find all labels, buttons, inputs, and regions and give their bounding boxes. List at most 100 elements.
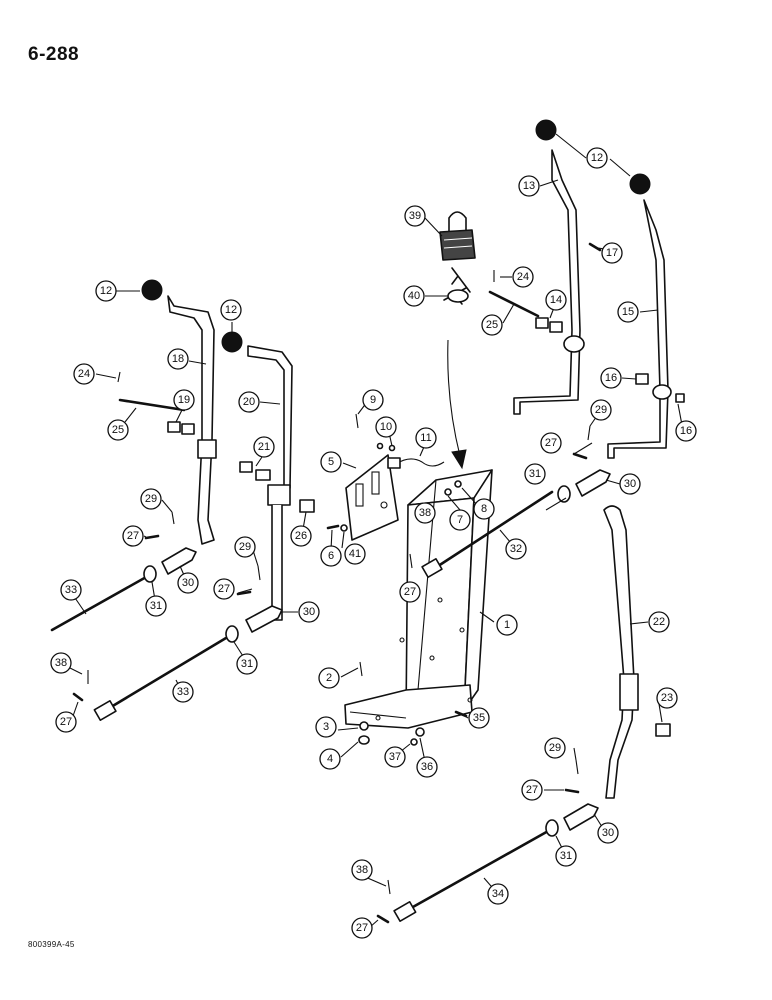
callout-22: 22 bbox=[648, 611, 670, 633]
callout-29: 29 bbox=[590, 399, 612, 421]
callout-21: 21 bbox=[253, 436, 275, 458]
callout-label: 17 bbox=[606, 247, 618, 259]
page-number: 6-288 bbox=[28, 44, 80, 65]
callout-label: 12 bbox=[100, 285, 112, 297]
nut-31 bbox=[557, 485, 571, 503]
callout-8: 8 bbox=[473, 498, 495, 520]
lever-13-part bbox=[513, 119, 585, 415]
callout-label: 21 bbox=[258, 441, 270, 453]
callout-label: 27 bbox=[356, 922, 368, 934]
callout-label: 26 bbox=[295, 530, 307, 542]
callout-label: 31 bbox=[241, 658, 253, 670]
rod-end-34 bbox=[393, 901, 417, 922]
callout-39: 39 bbox=[404, 205, 426, 227]
callout-label: 38 bbox=[356, 864, 368, 876]
callout-label: 31 bbox=[150, 600, 162, 612]
callout-label: 14 bbox=[550, 294, 562, 306]
callout-19: 19 bbox=[173, 389, 195, 411]
callout-label: 30 bbox=[624, 478, 636, 490]
callout-label: 3 bbox=[323, 721, 329, 733]
callout-label: 16 bbox=[605, 372, 617, 384]
callout-6: 6 bbox=[320, 545, 342, 567]
callout-label: 30 bbox=[303, 606, 315, 618]
callout-33: 33 bbox=[60, 579, 82, 601]
callout-label: 8 bbox=[481, 503, 487, 515]
assembly-arrow bbox=[447, 339, 461, 457]
bolt-6 bbox=[326, 524, 340, 530]
callout-label: 15 bbox=[622, 306, 634, 318]
cotter-pin-38 bbox=[387, 879, 391, 895]
callout-12: 12 bbox=[95, 280, 117, 302]
callout-9: 9 bbox=[362, 389, 384, 411]
callout-35: 35 bbox=[468, 707, 490, 729]
callout-label: 37 bbox=[389, 751, 401, 763]
bushing-19 bbox=[181, 423, 195, 435]
arrow-head bbox=[451, 449, 467, 470]
callout-26: 26 bbox=[290, 525, 312, 547]
bushing-21 bbox=[255, 469, 271, 481]
callout-27: 27 bbox=[521, 779, 543, 801]
rod-34 bbox=[402, 828, 552, 914]
callout-34: 34 bbox=[487, 883, 509, 905]
clevis-30 bbox=[563, 803, 599, 831]
clevis-30 bbox=[575, 469, 611, 497]
callout-12: 12 bbox=[586, 147, 608, 169]
callout-31: 31 bbox=[145, 595, 167, 617]
pin-27 bbox=[236, 590, 252, 596]
callout-30: 30 bbox=[298, 601, 320, 623]
washer-3 bbox=[359, 721, 369, 731]
callout-label: 4 bbox=[327, 753, 333, 765]
callout-label: 5 bbox=[328, 456, 334, 468]
callout-label: 27 bbox=[526, 784, 538, 796]
callout-label: 27 bbox=[404, 586, 416, 598]
callout-label: 22 bbox=[653, 616, 665, 628]
cotter-pin-29 bbox=[575, 759, 579, 775]
callout-label: 11 bbox=[420, 432, 431, 444]
callout-4: 4 bbox=[319, 748, 341, 770]
callout-27: 27 bbox=[540, 432, 562, 454]
callout-18: 18 bbox=[167, 348, 189, 370]
padlock-part bbox=[439, 211, 476, 261]
hasp-part bbox=[443, 267, 471, 305]
document-code: 800399A-45 bbox=[28, 940, 75, 949]
rod-33-lower bbox=[104, 636, 228, 712]
callout-label: 9 bbox=[370, 394, 376, 406]
pin-2 bbox=[359, 661, 363, 677]
switch-part bbox=[387, 457, 401, 469]
callout-label: 29 bbox=[595, 404, 607, 416]
callout-38: 38 bbox=[351, 859, 373, 881]
pin-27 bbox=[564, 788, 580, 794]
callout-30: 30 bbox=[177, 572, 199, 594]
washer-7 bbox=[444, 488, 452, 496]
bushing-14 bbox=[549, 321, 563, 333]
bushing-23 bbox=[655, 723, 671, 737]
callout-24: 24 bbox=[512, 266, 534, 288]
callout-31: 31 bbox=[524, 463, 546, 485]
callout-29: 29 bbox=[234, 536, 256, 558]
callout-label: 12 bbox=[225, 304, 237, 316]
callout-25: 25 bbox=[481, 314, 503, 336]
callout-1: 1 bbox=[496, 614, 518, 636]
callout-label: 27 bbox=[218, 583, 230, 595]
callout-label: 40 bbox=[408, 290, 420, 302]
callout-label: 25 bbox=[486, 319, 498, 331]
pin-27 bbox=[144, 534, 160, 540]
callout-label: 20 bbox=[243, 396, 255, 408]
bushing-26 bbox=[299, 499, 315, 513]
rod-33-upper bbox=[50, 574, 150, 632]
callout-5: 5 bbox=[320, 451, 342, 473]
cotter-pin-24 bbox=[117, 371, 121, 383]
callout-label: 10 bbox=[380, 421, 392, 433]
bushing-21 bbox=[239, 461, 253, 473]
callout-label: 23 bbox=[661, 692, 673, 704]
callout-label: 27 bbox=[60, 716, 72, 728]
nut-4 bbox=[358, 735, 370, 745]
lever-22-part bbox=[603, 505, 639, 799]
callout-7: 7 bbox=[449, 509, 471, 531]
callout-20: 20 bbox=[238, 391, 260, 413]
bushing-16 bbox=[635, 373, 649, 385]
callout-label: 27 bbox=[545, 437, 557, 449]
callout-label: 18 bbox=[172, 353, 184, 365]
pin-9 bbox=[355, 413, 359, 429]
